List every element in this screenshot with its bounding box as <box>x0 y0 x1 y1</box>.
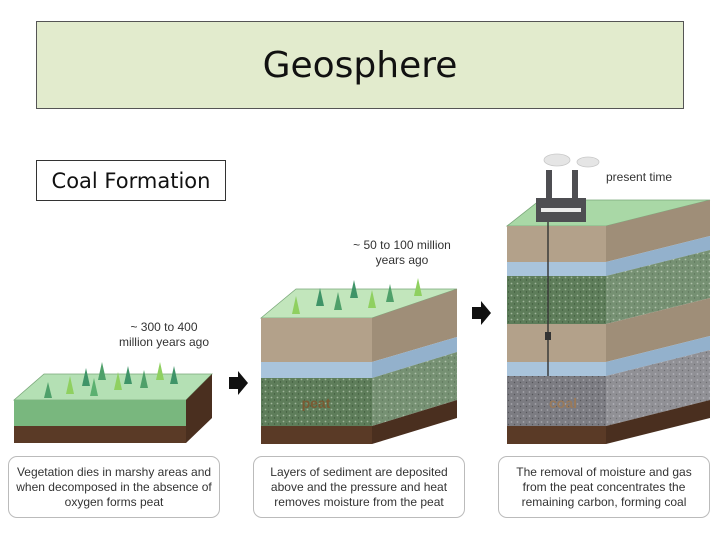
subtitle-box: Coal Formation <box>36 160 226 201</box>
stage-1-caption: Vegetation dies in marshy areas and when… <box>8 456 220 518</box>
arrow-1-icon <box>229 371 248 395</box>
stage-1-trees <box>44 362 178 398</box>
stage-2-caption: Layers of sediment are deposited above a… <box>253 456 465 518</box>
title-box: Geosphere <box>36 21 684 109</box>
stage-1-block <box>12 373 213 443</box>
stage-2-trees <box>292 278 422 314</box>
arrow-2-icon <box>472 301 491 325</box>
power-plant-icon <box>536 153 600 222</box>
page-title: Geosphere <box>262 44 458 86</box>
stage-3-layer-label: coal <box>549 395 577 411</box>
stage-2-time-label: ~ 50 to 100 million years ago <box>353 238 451 267</box>
stage-3-block <box>505 199 711 444</box>
stage-3-caption: The removal of moisture and gas from the… <box>498 456 710 518</box>
stage-2-layer-label: peat <box>302 395 331 411</box>
mine-shaft <box>545 222 551 376</box>
stage-2-block <box>259 288 458 444</box>
section-subtitle: Coal Formation <box>51 168 211 193</box>
stage-3-time-label: present time <box>606 170 673 184</box>
stage-1-time-label: ~ 300 to 400 million years ago <box>118 320 210 349</box>
